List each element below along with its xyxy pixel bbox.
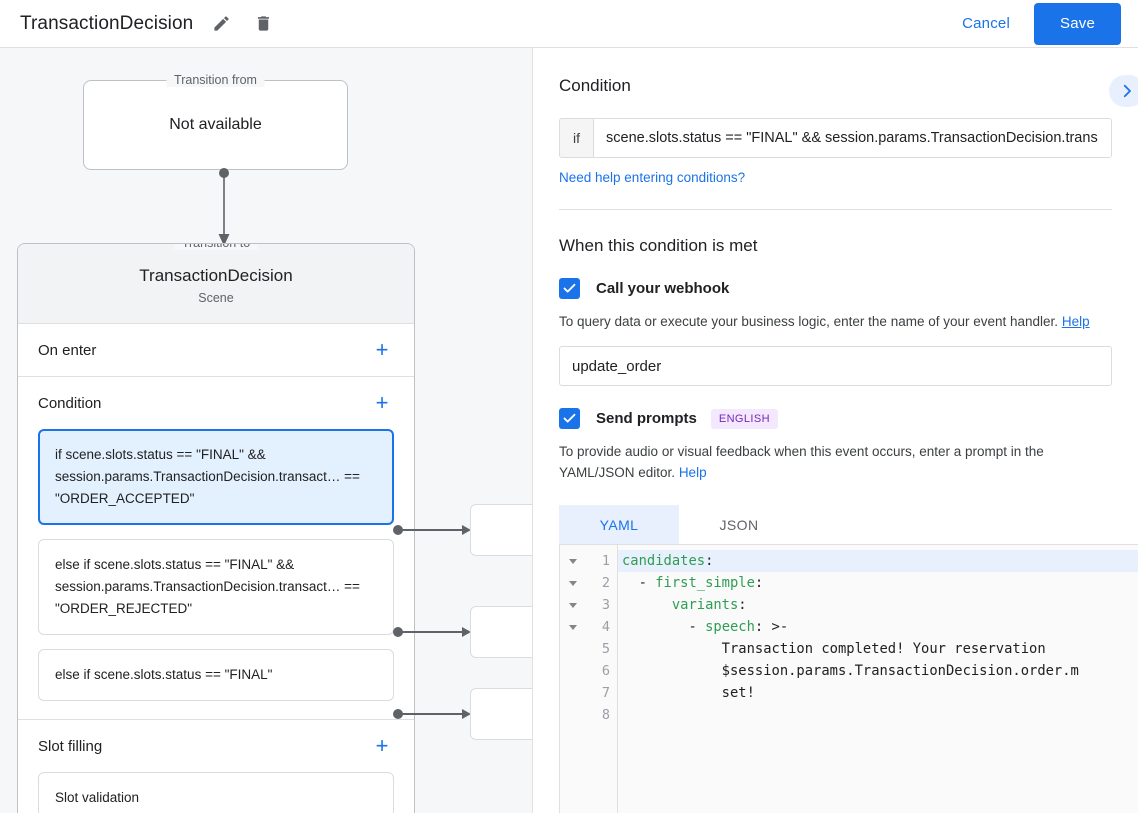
section-title-on-enter: On enter [38,341,97,359]
fold-spacer [560,704,586,726]
chevron-right-icon[interactable] [1109,75,1138,107]
code-line-number: 5 [601,641,610,657]
page-title: TransactionDecision [20,12,194,34]
transition-from-card[interactable]: Transition from Not available [83,73,348,170]
fold-caret-icon[interactable] [560,594,586,616]
condition-card[interactable]: else if scene.slots.status == "FINAL" &&… [38,539,394,635]
code-line-numbers: 1 2 3 4 5 6 7 8 [586,545,618,813]
code-line-number: 1 [601,553,610,569]
fold-caret-icon[interactable] [560,572,586,594]
code-line[interactable]: $session.params.TransactionDecision.orde… [622,663,1079,679]
send-prompts-row[interactable]: Send prompts ENGLISH [559,408,1112,429]
if-label: if [560,119,594,157]
code-line[interactable]: Transaction completed! Your reservation [622,641,1046,657]
when-condition-met-section: When this condition is met Call your web… [533,210,1138,545]
code-line-number: 6 [601,663,610,679]
add-condition-button[interactable]: + [375,390,389,415]
code-line[interactable]: - speech: >- [622,619,789,635]
scene-header[interactable]: TransactionDecision Scene [18,244,414,324]
prompts-description: To provide audio or visual feedback when… [559,441,1112,483]
condition-input-row[interactable]: if [559,118,1112,158]
condition-card[interactable]: if scene.slots.status == "FINAL" && sess… [38,429,394,525]
webhook-description: To query data or execute your business l… [559,311,1112,332]
code-line[interactable]: variants: [671,597,747,613]
fold-spacer [560,682,586,704]
code-content[interactable]: candidates: - first_simple: variants: - … [618,545,1138,813]
code-line-number: 3 [601,597,610,613]
language-badge: ENGLISH [710,408,778,429]
section-title-condition: Condition [38,394,102,412]
slot-validation-card[interactable]: Slot validation [38,772,394,813]
flow-connector [216,168,232,253]
call-webhook-row[interactable]: Call your webhook [559,278,1112,299]
add-on-enter-button[interactable]: + [375,337,389,362]
code-line[interactable]: candidates: [618,550,1138,572]
code-line-number: 8 [601,707,610,723]
section-divider [559,209,1112,210]
cancel-button[interactable]: Cancel [948,7,1024,40]
need-help-conditions-link[interactable]: Need help entering conditions? [559,170,746,185]
transition-target-box[interactable] [470,504,532,556]
condition-input[interactable] [594,119,1111,157]
code-line[interactable] [618,704,1138,726]
top-app-bar: TransactionDecision Cancel Save [0,0,1138,48]
code-fold-gutter[interactable] [560,545,586,813]
transition-from-value: Not available [169,116,262,133]
tab-json[interactable]: JSON [719,517,759,533]
scene-name: TransactionDecision [139,266,293,285]
scene-type: Scene [198,291,234,305]
prompts-description-text: To provide audio or visual feedback when… [559,444,1044,480]
yaml-code-editor[interactable]: 1 2 3 4 5 6 7 8 candidates: - first_simple: var… [559,544,1138,813]
send-prompts-checkbox[interactable] [559,408,580,429]
event-handler-input[interactable] [559,346,1112,386]
code-line-number: 7 [601,685,610,701]
scene-canvas[interactable]: Transition from Not available Transition… [0,48,532,813]
code-line-number: 2 [601,575,610,591]
code-line-number: 4 [601,619,610,635]
section-title-slot-filling: Slot filling [38,737,103,755]
condition-section: Condition if Need help entering conditio… [533,48,1138,210]
pencil-icon[interactable] [207,10,235,38]
transition-target-box[interactable] [470,606,532,658]
call-webhook-checkbox[interactable] [559,278,580,299]
webhook-description-text: To query data or execute your business l… [559,314,1059,329]
condition-details-panel: Condition if Need help entering conditio… [532,48,1138,813]
when-met-heading: When this condition is met [559,236,758,255]
transition-to-card[interactable]: Transition to TransactionDecision Scene … [17,243,415,813]
section-slot-filling: Slot filling + Slot validation [18,720,414,813]
save-button[interactable]: Save [1034,2,1121,45]
section-on-enter: On enter + [18,324,414,377]
code-line[interactable]: - first_simple: [622,575,764,591]
fold-spacer [560,638,586,660]
condition-heading: Condition [559,76,631,95]
transition-to-legend: Transition to [173,244,259,250]
transition-target-box[interactable] [470,688,532,740]
fold-caret-icon[interactable] [560,616,586,638]
fold-caret-icon[interactable] [560,550,586,572]
fold-spacer [560,660,586,682]
section-condition: Condition + if scene.slots.status == "FI… [18,377,414,720]
trash-icon[interactable] [249,10,277,38]
call-webhook-label: Call your webhook [596,280,730,297]
code-line[interactable]: set! [622,685,755,701]
send-prompts-label: Send prompts [596,410,697,427]
transition-from-legend: Transition from [166,73,265,87]
condition-card[interactable]: else if scene.slots.status == "FINAL" [38,649,394,701]
prompts-help-link[interactable]: Help [678,465,707,480]
webhook-help-link[interactable]: Help [1061,314,1090,329]
editor-format-tabs: YAML JSON [559,505,1112,545]
tab-yaml[interactable]: YAML [559,505,679,545]
add-slot-filling-button[interactable]: + [375,733,389,758]
